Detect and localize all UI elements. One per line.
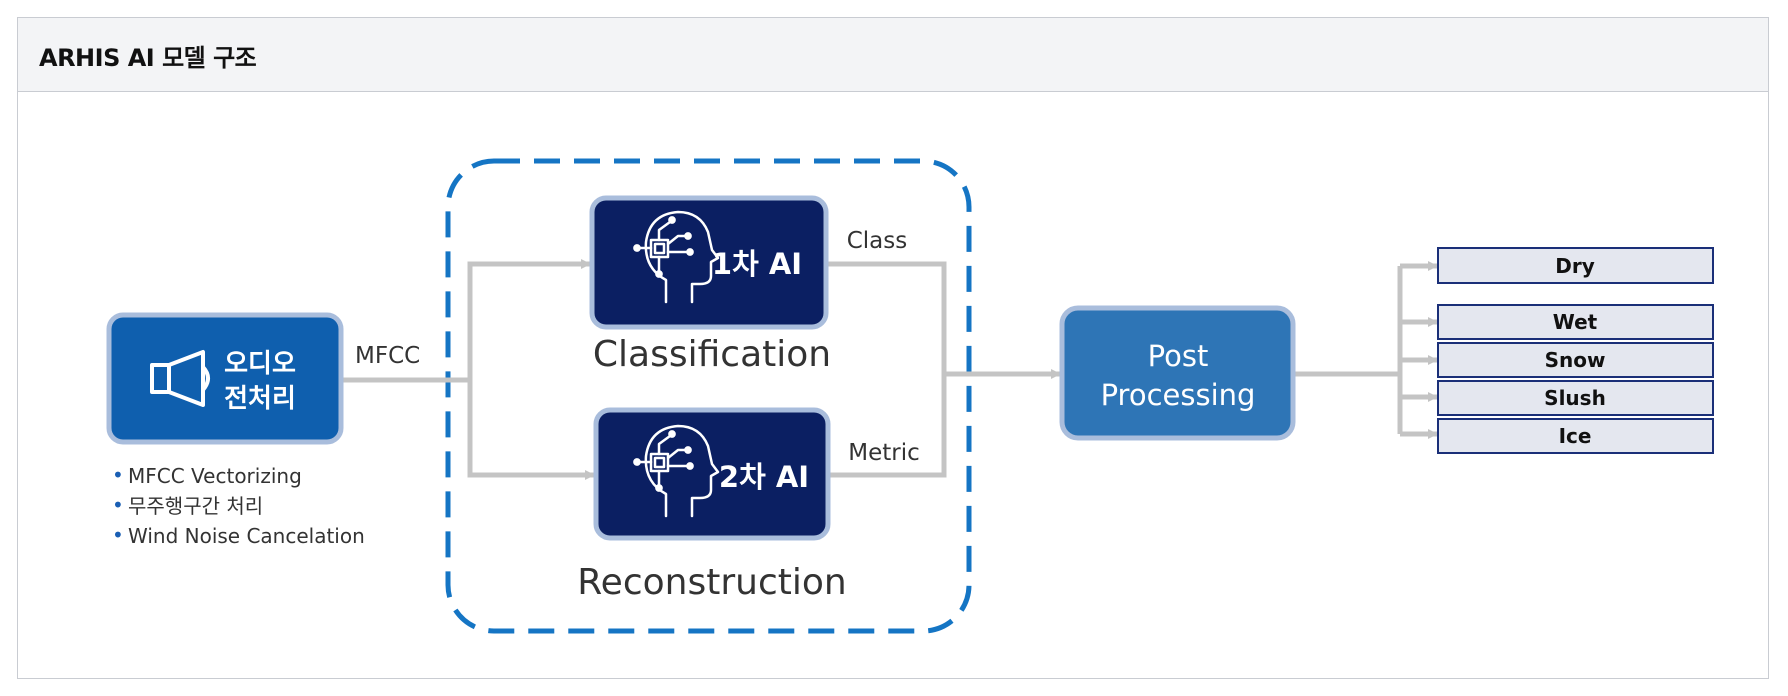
bullet-item: MFCC Vectorizing [128,464,302,488]
mfcc-edge-label: MFCC [355,343,420,369]
ai-head-icon [633,424,720,518]
ai-stage2-label: 2차 AI [719,460,809,494]
output-class-box [1437,380,1714,416]
panel-header: ARHIS AI 모델 구조 [18,18,1768,92]
output-class-label: Snow [1545,348,1606,372]
connector-lines [342,259,1438,480]
ai-stage1-label: 1차 AI [712,247,802,281]
output-class-label: Ice [1559,424,1592,448]
audio-block-label-line2: 전처리 [224,384,296,414]
preprocessing-bullet-list: • MFCC Vectorizing • 무주행구간 처리 • Wind Noi… [112,463,365,548]
panel-title: ARHIS AI 모델 구조 [39,44,257,72]
post-processing-label-line1: Post [1148,339,1209,373]
post-processing-label-line2: Processing [1101,378,1256,412]
output-class-box [1437,247,1714,284]
post-processing-block: Post Processing [1059,305,1296,441]
class-edge-label: Class [847,228,908,254]
output-class-box [1437,342,1714,378]
output-class-label: Dry [1555,254,1595,278]
bullet-item: Wind Noise Cancelation [128,524,365,548]
output-class-label: Slush [1544,386,1606,410]
output-class-label: Wet [1553,310,1598,334]
bullet-dot: • [112,523,124,547]
ai-stage2-block: 2차 AI [593,407,831,541]
metric-edge-label: Metric [848,440,920,466]
audio-preprocessing-block: 오디오 전처리 [106,312,344,445]
bullet-item: 무주행구간 처리 [128,494,263,518]
output-class-list: Dry Wet Snow Slush Ice [1437,247,1714,454]
ai-head-icon [633,210,720,304]
output-class-box [1437,304,1714,340]
ai-stage1-block: 1차 AI [589,195,829,330]
audio-block-label-line1: 오디오 [224,349,296,379]
classification-caption: Classification [593,334,831,375]
bullet-dot: • [112,463,124,487]
ai-model-group-outline [445,158,972,634]
speaker-icon [150,350,210,407]
output-class-box [1437,418,1714,454]
bullet-dot: • [112,493,124,517]
reconstruction-caption: Reconstruction [577,562,846,603]
